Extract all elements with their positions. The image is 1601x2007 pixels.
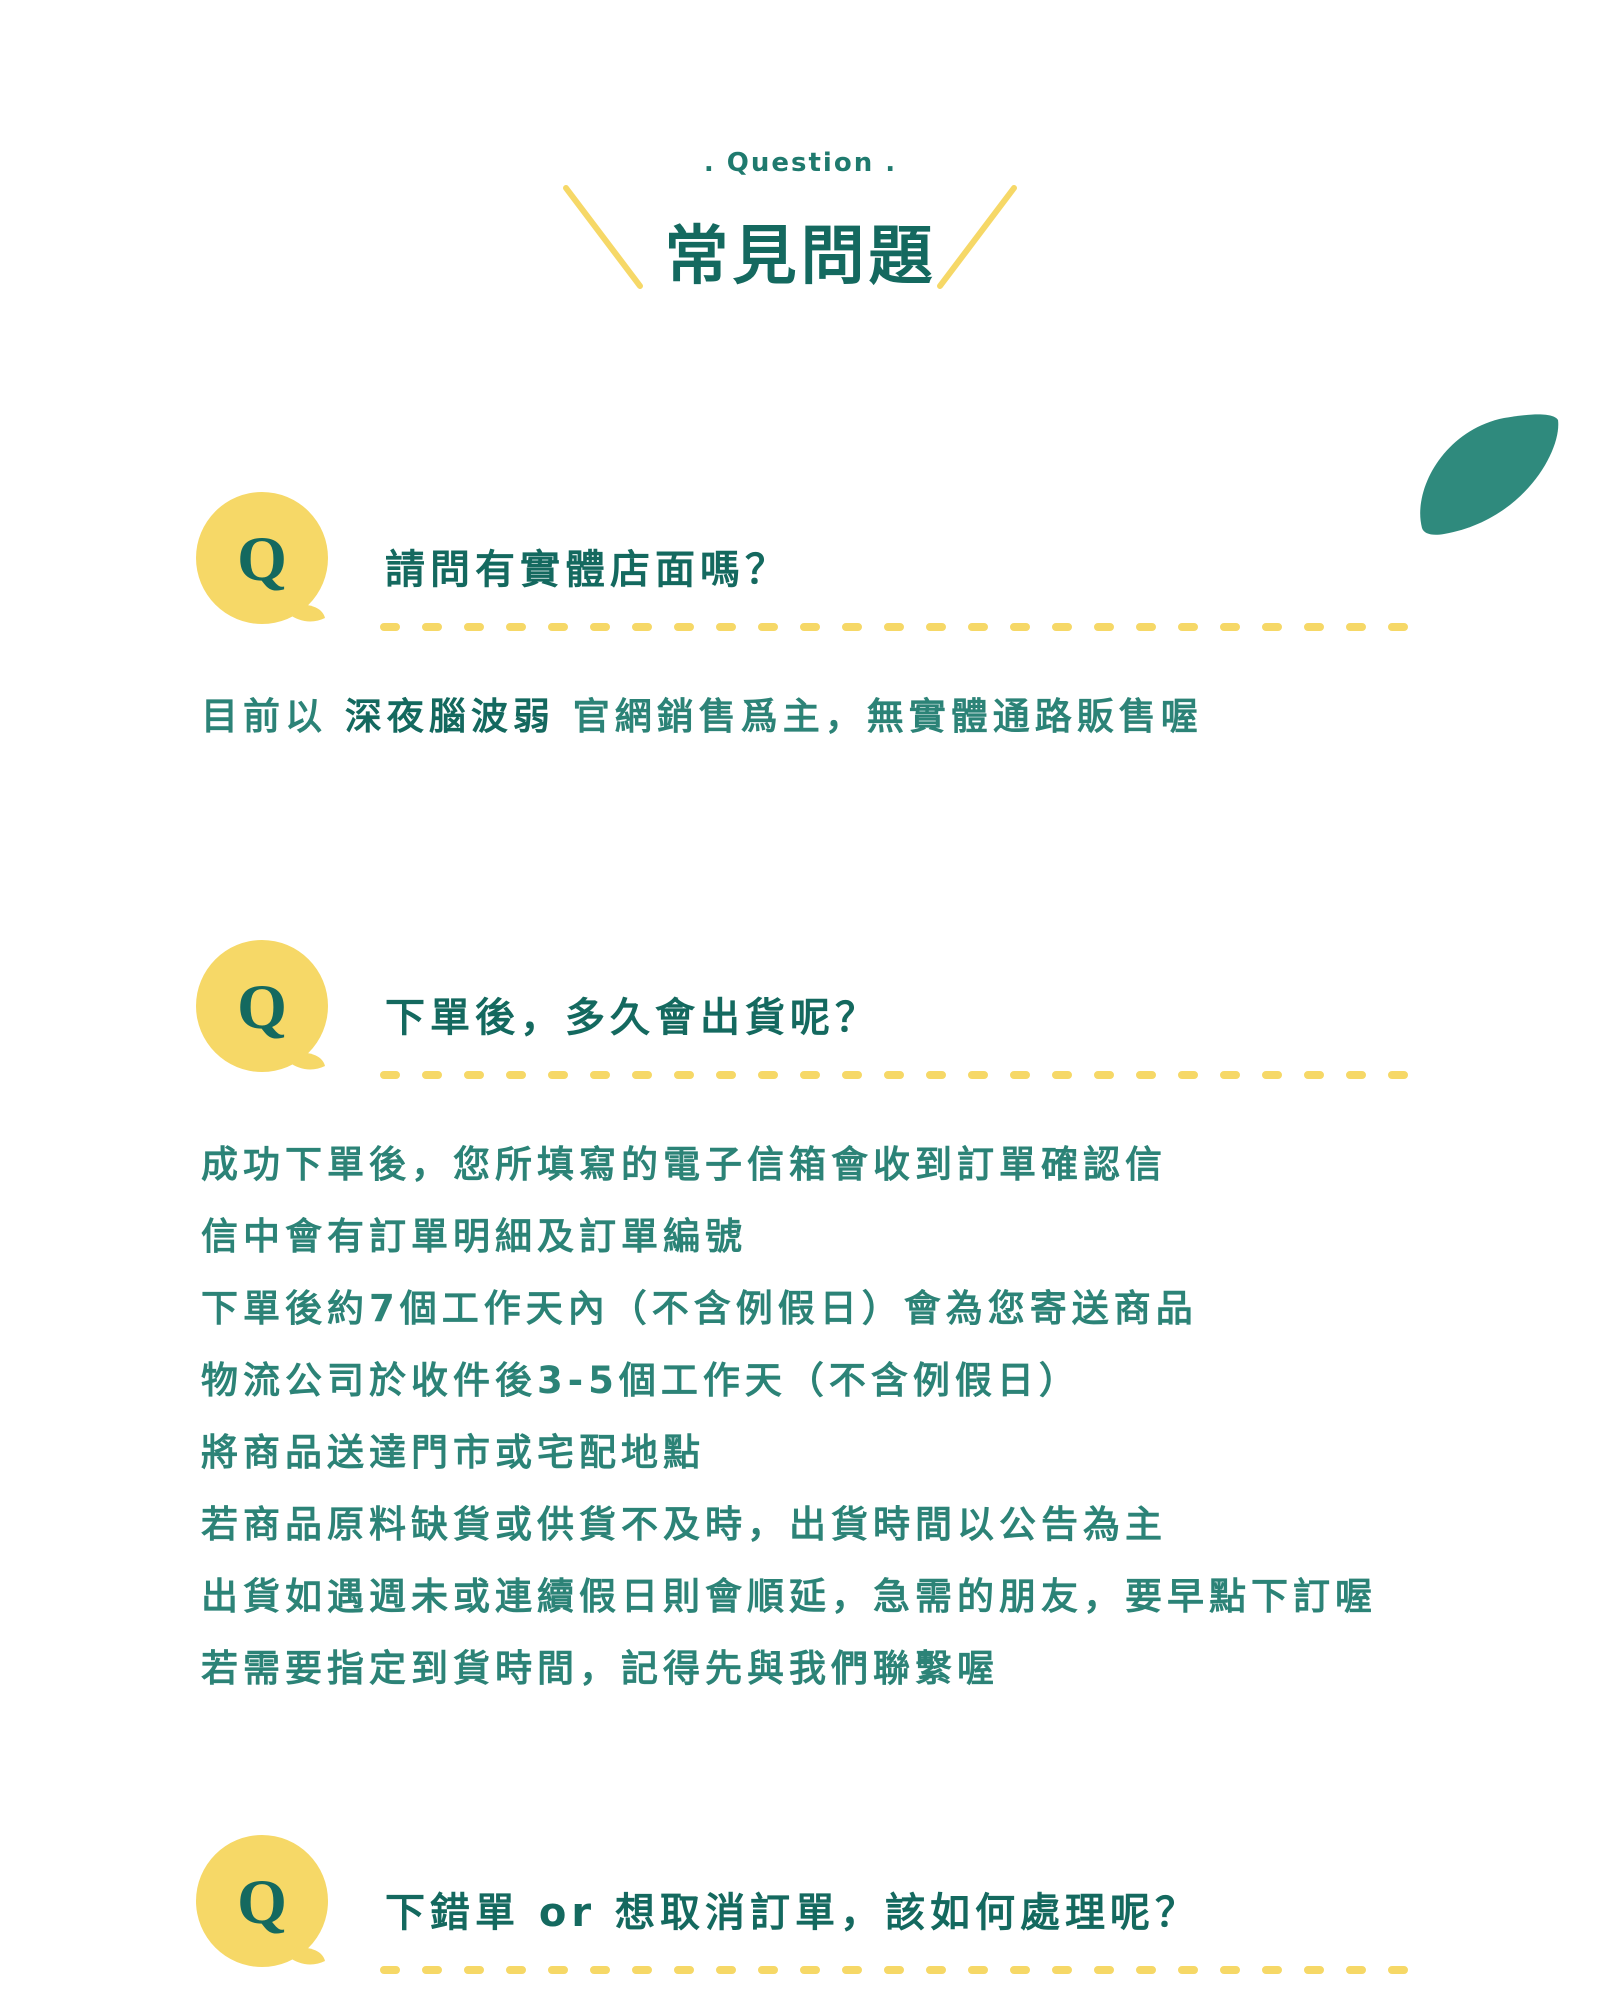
faq-item: Q 請問有實體店面嗎？ 目前以 深夜腦波弱 官網銷售爲主，無實體通路販售喔 — [195, 492, 1425, 772]
dashed-divider — [380, 1071, 1415, 1079]
answer-line: 下單後約7個工作天內（不含例假日）會為您寄送商品 — [201, 1287, 1198, 1330]
dashed-divider — [380, 623, 1415, 631]
question-text: 下單後，多久會出貨呢？ — [385, 995, 880, 1041]
answer-line: 若商品原料缺貨或供貨不及時，出貨時間以公告為主 — [201, 1503, 1167, 1546]
left-slash-decoration — [563, 185, 643, 289]
answer-line: 出貨如遇週未或連續假日則會順延，急需的朋友，要早點下訂喔 — [201, 1575, 1377, 1618]
q-letter: Q — [237, 1866, 287, 1937]
answer-line: 信中會有訂單明細及訂單編號 — [201, 1215, 747, 1258]
answer-line: 成功下單後，您所填寫的電子信箱會收到訂單確認信 — [201, 1143, 1167, 1186]
q-letter: Q — [237, 523, 287, 594]
answer-text: 目前以 深夜腦波弱 官網銷售爲主，無實體通路販售喔 — [201, 681, 1203, 753]
answer-suffix: 官網銷售爲主，無實體通路販售喔 — [554, 695, 1203, 738]
question-text: 請問有實體店面嗎？ — [385, 547, 790, 593]
dashed-divider — [380, 1966, 1415, 1974]
answer-text: 成功下單後，您所填寫的電子信箱會收到訂單確認信 信中會有訂單明細及訂單編號 下單… — [201, 1129, 1377, 1705]
right-slash-decoration — [937, 185, 1017, 289]
q-badge-icon: Q — [196, 492, 328, 624]
answer-line: 若需要指定到貨時間，記得先與我們聯繫喔 — [201, 1647, 999, 1690]
page-title: 常見問題 — [664, 220, 937, 294]
answer-line: 將商品送達門市或宅配地點 — [201, 1431, 705, 1474]
faq-item: Q 下單後，多久會出貨呢？ 成功下單後，您所填寫的電子信箱會收到訂單確認信 信中… — [195, 940, 1425, 1700]
faq-item: Q 下錯單 or 想取消訂單，該如何處理呢？ — [195, 1835, 1425, 2007]
leaf-decoration — [1420, 414, 1559, 535]
q-badge-icon: Q — [196, 940, 328, 1072]
q-letter: Q — [237, 971, 287, 1042]
brand-name: 深夜腦波弱 — [344, 695, 555, 738]
answer-line: 物流公司於收件後3-5個工作天（不含例假日） — [201, 1359, 1081, 1402]
question-text: 下錯單 or 想取消訂單，該如何處理呢？ — [385, 1890, 1201, 1936]
section-eyebrow: . Question . — [703, 148, 898, 178]
answer-prefix: 目前以 — [201, 695, 345, 738]
q-badge-icon: Q — [196, 1835, 328, 1967]
faq-header: . Question . 常見問題 — [0, 0, 1601, 320]
